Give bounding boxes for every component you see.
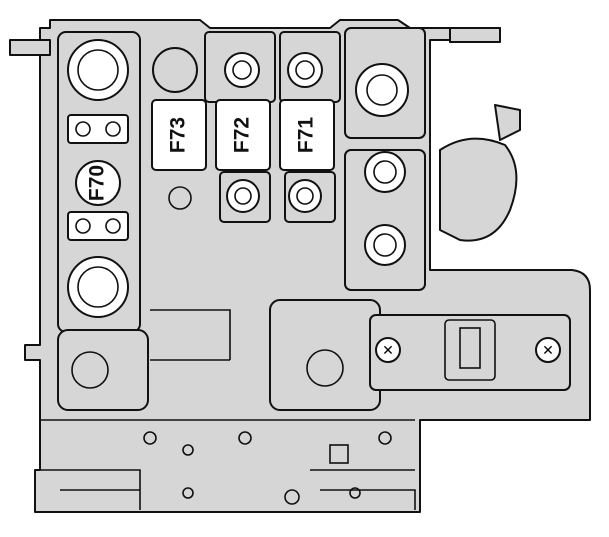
fuse-f71	[279, 99, 335, 171]
stud-f72-top	[224, 52, 260, 88]
fuse-label-f70: F70	[86, 165, 109, 201]
lower-middle-pad	[269, 299, 381, 411]
stud-f72-bottom	[226, 179, 260, 213]
left-bracket	[9, 39, 51, 56]
bolt-right-middle	[364, 151, 406, 193]
screw-right	[535, 337, 561, 363]
stud-f71-top	[287, 52, 323, 88]
bolt-right-lower	[364, 224, 406, 266]
fuse-f70-plate-top	[67, 114, 129, 144]
screw-left	[375, 337, 401, 363]
fuse-f70	[75, 160, 121, 206]
fuse-f73	[151, 99, 207, 171]
round-boss	[152, 47, 198, 93]
right-plate	[369, 314, 571, 391]
right-tab	[449, 27, 501, 43]
fuse-f72	[215, 99, 271, 171]
lower-left-pad	[57, 329, 149, 411]
bolt-top-right	[355, 63, 409, 117]
fuse-label-f73: F73	[167, 117, 190, 153]
fuse-label-f72: F72	[231, 117, 254, 153]
svg-text:✕: ✕	[382, 343, 394, 359]
stud-f71-bottom	[288, 179, 322, 213]
bolt-bottom-left	[67, 256, 129, 318]
bolt-top-left	[67, 39, 129, 101]
battery-clamp	[439, 137, 518, 242]
fuse-f70-plate-bottom	[67, 211, 129, 241]
svg-text:✕: ✕	[542, 343, 554, 359]
fuse-label-f71: F71	[295, 117, 318, 154]
